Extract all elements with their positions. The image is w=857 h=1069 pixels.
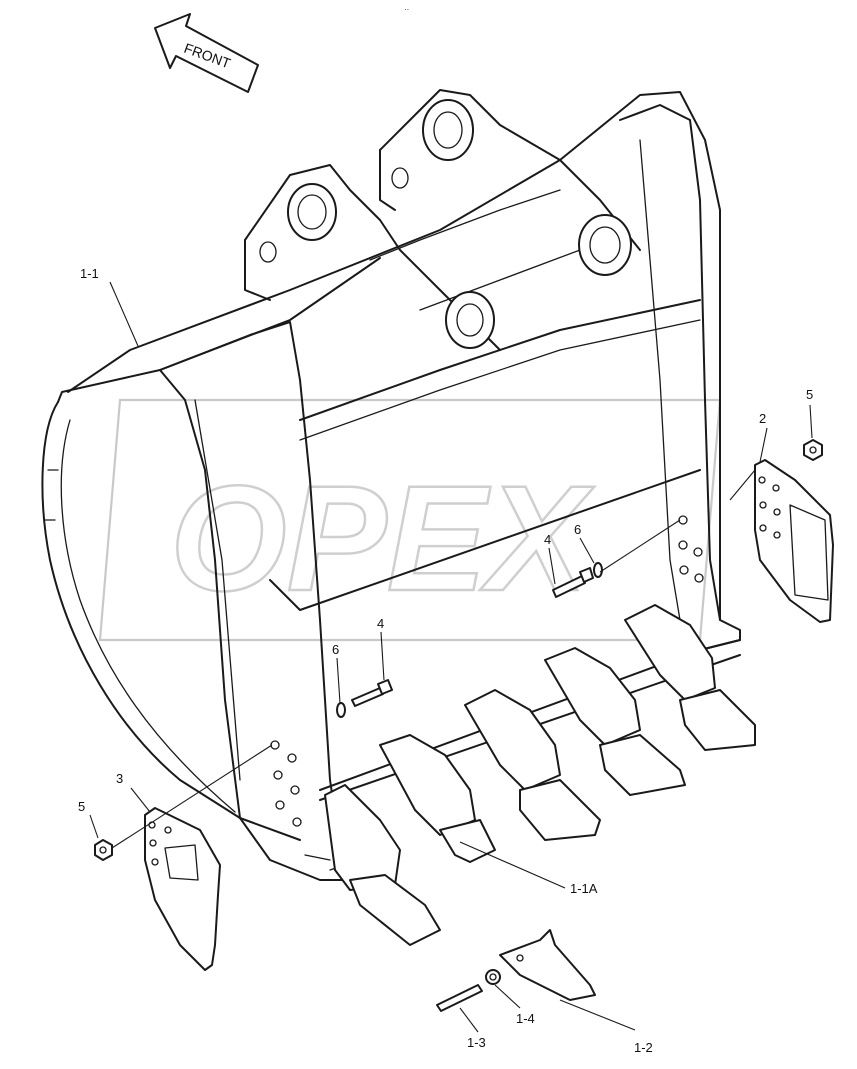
tooth-adapter-2	[379, 734, 496, 863]
nut-left	[94, 839, 113, 861]
callout-2: 2	[759, 411, 766, 426]
callouts: 1-1 1-1A 1-2 1-3 1-4 2 3 4 4 5 5 6 6	[78, 266, 813, 1055]
callout-1-2: 1-2	[634, 1040, 653, 1055]
callout-4-left: 4	[377, 616, 384, 631]
bolt-left	[351, 679, 393, 707]
callout-1-1A: 1-1A	[570, 881, 598, 896]
callout-6-left: 6	[332, 642, 339, 657]
leader-lines	[89, 281, 813, 1033]
callout-1-4: 1-4	[516, 1011, 535, 1026]
callout-4-right: 4	[544, 532, 551, 547]
callout-3: 3	[116, 771, 123, 786]
side-cutter-right	[754, 459, 834, 623]
tooth-adapter-5	[624, 604, 756, 751]
callout-5-right: 5	[806, 387, 813, 402]
tooth-adapter-1	[324, 784, 441, 946]
callout-5-left: 5	[78, 799, 85, 814]
bolt-right	[552, 567, 594, 598]
callout-6-right: 6	[574, 522, 581, 537]
exploded-pin	[436, 984, 483, 1012]
teeth-row	[324, 604, 756, 946]
washer-right	[593, 562, 603, 578]
watermark: OPEX	[98, 398, 722, 642]
washer-left	[336, 702, 346, 718]
side-cutter-left	[144, 807, 221, 971]
exploded-retainer	[485, 969, 501, 985]
tooth-adapter-4	[544, 647, 686, 796]
callout-1-1: 1-1	[80, 266, 99, 281]
tooth-adapter-3	[464, 689, 601, 841]
exploded-tooth	[499, 929, 596, 1001]
nut-right	[803, 439, 823, 461]
callout-1-3: 1-3	[467, 1035, 486, 1050]
watermark-text: OPEX	[170, 454, 595, 622]
header-mark: ··	[404, 5, 409, 14]
front-arrow: FRONT	[154, 13, 259, 93]
